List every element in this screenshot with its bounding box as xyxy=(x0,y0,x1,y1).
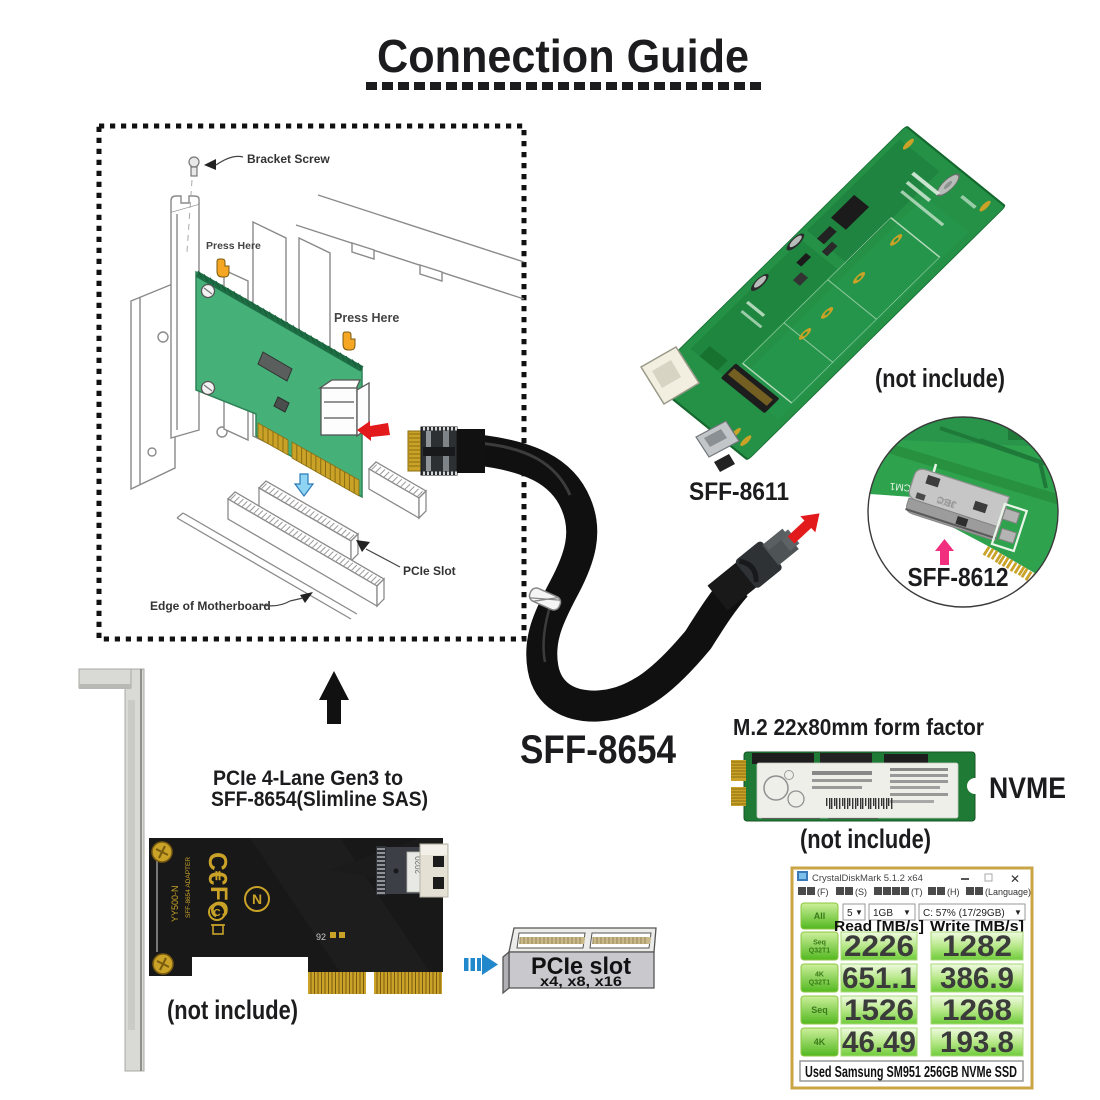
svg-text:PCIe 4-Lane Gen3 to: PCIe 4-Lane Gen3 to xyxy=(213,767,403,790)
svg-text:YY500-N: YY500-N xyxy=(170,885,180,922)
svg-text:NVME: NVME xyxy=(989,772,1066,805)
svg-text:46.49: 46.49 xyxy=(842,1026,916,1059)
svg-text:PCIe slot: PCIe slot xyxy=(531,953,631,980)
svg-text:SFF-8654(Slimline SAS): SFF-8654(Slimline SAS) xyxy=(211,788,428,811)
svg-text:(S): (S) xyxy=(855,887,867,897)
svg-text:(not include): (not include) xyxy=(800,824,931,854)
svg-text:✕: ✕ xyxy=(1010,872,1020,886)
svg-text:▼: ▼ xyxy=(855,908,863,917)
svg-text:Read [MB/s]: Read [MB/s] xyxy=(834,918,924,935)
svg-text:Used Samsung SM951 256GB NVMe: Used Samsung SM951 256GB NVMe SSD xyxy=(805,1064,1017,1081)
svg-text:Seq: Seq xyxy=(811,1005,828,1015)
svg-text:▼: ▼ xyxy=(903,908,911,917)
svg-text:(T): (T) xyxy=(911,887,923,897)
svg-text:Q32T1: Q32T1 xyxy=(809,948,831,955)
svg-text:Q32T1: Q32T1 xyxy=(809,980,831,987)
svg-text:SFF-8654: SFF-8654 xyxy=(520,728,677,772)
svg-text:CrystalDiskMark 5.1.2 x64: CrystalDiskMark 5.1.2 x64 xyxy=(812,873,923,884)
svg-text:M.2 22x80mm form factor: M.2 22x80mm form factor xyxy=(733,714,984,740)
svg-text:SFF-8611: SFF-8611 xyxy=(689,478,789,506)
svg-text:CM1: CM1 xyxy=(889,480,911,493)
svg-text:1282: 1282 xyxy=(942,930,1012,963)
svg-text:(H): (H) xyxy=(947,887,960,897)
svg-text:PCIe Slot: PCIe Slot xyxy=(403,564,456,578)
svg-text:Edge of Motherboard: Edge of Motherboard xyxy=(150,599,271,613)
svg-text:C: C xyxy=(213,908,220,919)
svg-text:All: All xyxy=(814,911,826,921)
svg-text:5: 5 xyxy=(847,908,853,919)
svg-text:C€: C€ xyxy=(203,852,233,885)
svg-text:1268: 1268 xyxy=(942,994,1012,1027)
svg-text:Press Here: Press Here xyxy=(206,240,261,252)
svg-text:▼: ▼ xyxy=(1014,908,1022,917)
svg-text:4K: 4K xyxy=(814,1037,826,1047)
svg-text:1GB: 1GB xyxy=(873,908,893,919)
svg-text:N: N xyxy=(252,891,262,907)
svg-text:(not include): (not include) xyxy=(167,995,298,1025)
svg-text:651.1: 651.1 xyxy=(842,962,916,995)
svg-text:Connection Guide: Connection Guide xyxy=(377,30,749,82)
svg-text:2226: 2226 xyxy=(844,930,914,963)
svg-text:1526: 1526 xyxy=(844,994,914,1027)
svg-text:2020: 2020 xyxy=(414,856,423,874)
svg-text:SFF-8654 ADAPTER: SFF-8654 ADAPTER xyxy=(185,857,192,918)
svg-text:SFF-8612: SFF-8612 xyxy=(908,562,1009,592)
svg-text:(Language): (Language) xyxy=(985,887,1031,897)
svg-text:386.9: 386.9 xyxy=(940,962,1014,995)
svg-text:(not include): (not include) xyxy=(875,363,1005,393)
svg-text:Write [MB/s]: Write [MB/s] xyxy=(930,918,1024,935)
svg-text:Seq: Seq xyxy=(813,940,826,947)
svg-text:C: 57% (17/29GB): C: 57% (17/29GB) xyxy=(923,908,1005,919)
svg-text:193.8: 193.8 xyxy=(940,1026,1014,1059)
svg-text:Press Here: Press Here xyxy=(334,311,399,325)
svg-text:4K: 4K xyxy=(815,972,824,979)
svg-text:(F): (F) xyxy=(817,887,829,897)
svg-text:Bracket Screw: Bracket Screw xyxy=(247,152,330,166)
svg-text:x4, x8, x16: x4, x8, x16 xyxy=(540,973,622,989)
svg-text:92: 92 xyxy=(316,932,326,942)
